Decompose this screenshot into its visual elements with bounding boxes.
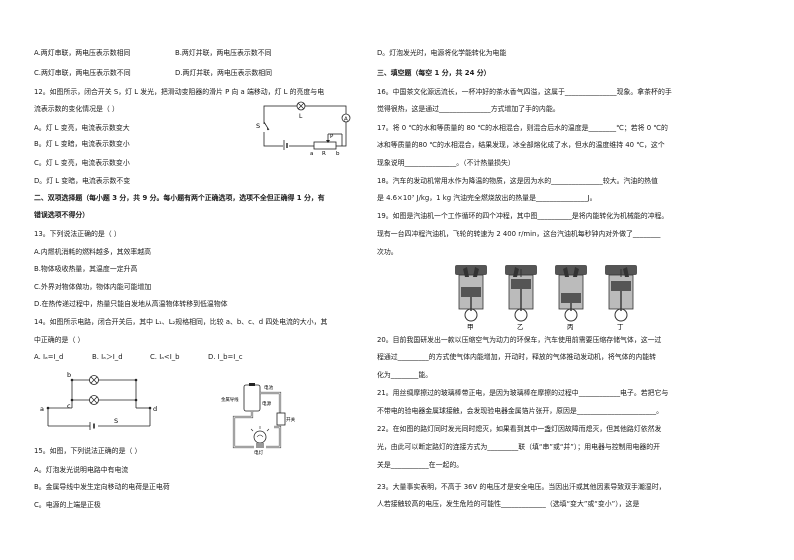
q20-line3: 化为________能。 bbox=[377, 371, 433, 379]
q12-option-c: C。灯 L 变亮，电流表示数变小 bbox=[34, 159, 130, 167]
q12-fig-label-r: R bbox=[322, 151, 326, 157]
engine-strokes-figure: 甲 乙 丙 丁 bbox=[455, 265, 637, 331]
section2-title-line2: 错误选项不得分） bbox=[34, 211, 90, 219]
q22-line3: 关是___________在一起的。 bbox=[377, 461, 464, 469]
q12-option-b: B。灯 L 变暗，电流表示数变小 bbox=[34, 140, 130, 148]
q18-line2: 是 4.6×10⁷ J/kg，1 kg 汽油完全燃烧放出的热量是________… bbox=[377, 194, 597, 202]
q13-option-a: A.内燃机消耗的燃料越多，其效率越高 bbox=[34, 248, 152, 256]
engine-label-ding: 丁 bbox=[617, 323, 624, 331]
q21-line1: 21。用丝绸摩擦过的玻璃棒带正电，是因为玻璃棒在摩擦的过程中__________… bbox=[377, 389, 669, 397]
q14-option-c: C. Iₐ<I_b bbox=[150, 353, 180, 361]
q15-option-c: C。电源的上端是正极 bbox=[34, 501, 101, 509]
q13-stem: 13。下列说法正确的是（ ） bbox=[34, 230, 121, 238]
q12-fig-label-a-meter: A bbox=[344, 117, 348, 123]
q12-fig-label-l: L bbox=[299, 113, 303, 120]
engine-label-bing: 丙 bbox=[567, 323, 574, 331]
q17-line2: 冰和等质量的80 ℃的水相混合，结果发现，冰全部熔化成了水，但水的温度维持 40… bbox=[377, 141, 665, 149]
q15-fig-label-switch: 开关 bbox=[286, 416, 296, 423]
q15-option-a: A。灯泡发光说明电路中有电流 bbox=[34, 466, 129, 474]
q13-option-c: C.外界对物体做功，物体内能可能增加 bbox=[34, 283, 152, 291]
q12-option-d: D。灯 L 变暗，电流表示数不变 bbox=[34, 177, 131, 185]
q12-circuit-figure: S L A P a R b bbox=[256, 101, 351, 157]
q15-stem: 15。如图，下列说法正确的是（ ） bbox=[34, 447, 142, 455]
engine-diagram-bing bbox=[555, 265, 587, 322]
engine-label-yi: 乙 bbox=[517, 323, 524, 331]
q11-option-d: D.两灯并联，两电压表示数相同 bbox=[175, 69, 273, 77]
q15-fig-label-bulb: 电灯 bbox=[254, 449, 264, 456]
q14-option-b: B. Iₐ＞I_d bbox=[92, 353, 123, 361]
q14-option-d: D. I_b=I_c bbox=[208, 353, 243, 361]
q11-option-c: C.两灯串联，两电压表示数不同 bbox=[34, 69, 131, 77]
q23-line1: 23。大量事实表明，不高于 36V 的电压才是安全电压。当因出汗或其他因素导致双… bbox=[377, 483, 666, 491]
q15-option-d: D。灯泡发光时，电源将化学能转化为电能 bbox=[377, 49, 507, 57]
q14-fig-label-b: b bbox=[67, 371, 71, 379]
q15-fig-label-battery: 电池 bbox=[264, 384, 274, 391]
q14-stem-line1: 14。如图所示电路，闭合开关后，其中 L₁、L₂规格相同，比较 a、b、c、d … bbox=[34, 318, 328, 326]
q14-stem-line2: 中正确的是（ ） bbox=[34, 336, 85, 344]
q17-line3: 现象说明_______________。（不计热量损失） bbox=[377, 159, 515, 167]
q16-line1: 16。中国茶文化源远流长，一杯冲好的茶水香气四溢，这属于____________… bbox=[377, 88, 672, 96]
q20-line1: 20。目前我国研发出一款以压缩空气为动力的环保车，汽车使用前需要压缩存储气体，这… bbox=[377, 336, 662, 344]
q15-fig-label-source: 电源 bbox=[262, 400, 272, 407]
q12-fig-label-p: P bbox=[330, 134, 334, 140]
q15-option-b: B。金属导线中发生定向移动的电荷是正电荷 bbox=[34, 483, 170, 491]
q12-stem-line1: 12。如图所示，闭合开关 S，灯 L 发光，把滑动变阻器的滑片 P 向 a 端移… bbox=[34, 88, 325, 96]
engine-diagram-jia bbox=[455, 265, 487, 322]
q17-line1: 17。将 0 ℃的水和等质量的 80 ℃的水相混合，则混合后水的温度是_____… bbox=[377, 124, 668, 132]
q14-circuit-figure: a b c d S bbox=[40, 371, 157, 430]
q22-line2: 光，由此可以断定路灯的连接方式为_________联（填“串”或“并”）；用电器… bbox=[377, 443, 661, 451]
q23-line2: 人若接触较高的电压，发生危险的可能性_____________（选填“变大”或“… bbox=[377, 500, 640, 508]
q19-line1: 19。如图是汽油机一个工作循环的四个冲程，其中图__________是将内能转化… bbox=[377, 212, 669, 220]
q15-circuit-figure: 电池 金属导线 开关 电源 电灯 bbox=[221, 383, 296, 456]
engine-diagram-ding bbox=[605, 265, 637, 322]
q19-line3: 次功。 bbox=[377, 248, 398, 256]
q14-fig-label-s: S bbox=[114, 417, 118, 425]
q19-line2: 现有一台四冲程汽油机，飞轮的转速为 2 400 r/min，这台汽油机每秒钟内对… bbox=[377, 230, 661, 238]
q12-fig-label-a: a bbox=[310, 151, 313, 157]
q13-option-d: D.在热传递过程中，热量只能自发地从高温物体转移到低温物体 bbox=[34, 300, 228, 308]
q12-fig-label-b: b bbox=[336, 151, 340, 157]
section2-title-line1: 二、双项选择题（每小题 3 分，共 9 分。每小题有两个正确选项，选项不全但正确… bbox=[34, 194, 325, 202]
section3-title: 三、填空题（每空 1 分，共 24 分） bbox=[377, 69, 491, 77]
q13-option-b: B.物体吸收热量，其温度一定升高 bbox=[34, 265, 138, 273]
q12-stem-line2: 流表示数的变化情况是（ ） bbox=[34, 105, 119, 113]
q16-line2: 觉得很热，这是通过_______________方式增加了手的内能。 bbox=[377, 105, 560, 113]
q21-line2: 不带电的验电器金属球接触，会发现验电器金属箔片张开，原因是___________… bbox=[377, 407, 663, 415]
engine-diagram-yi bbox=[505, 265, 537, 322]
q12-fig-label-s: S bbox=[256, 122, 260, 130]
q14-fig-label-a: a bbox=[40, 405, 44, 413]
engine-label-jia: 甲 bbox=[467, 323, 474, 331]
q18-line1: 18。汽车的发动机常用水作为降温的物质，这是因为水的______________… bbox=[377, 177, 658, 185]
q12-option-a: A。灯 L 变亮，电流表示数变大 bbox=[34, 124, 130, 132]
q11-option-a: A.两灯串联，两电压表示数相同 bbox=[34, 49, 131, 57]
q14-option-a: A. Iₐ=I_d bbox=[34, 353, 64, 361]
q20-line2: 程通过_________的方式使气体内能增加，开动时，释放的气体推动发动机，将气… bbox=[377, 353, 657, 361]
q11-option-b: B.两灯并联，两电压表示数不同 bbox=[175, 49, 272, 57]
q15-fig-label-wire: 金属导线 bbox=[221, 396, 239, 403]
q14-fig-label-c: c bbox=[67, 402, 71, 410]
q22-line1: 22。在如图的路灯同时发光同时熄灭，如果看到其中一盏灯因故障而熄灭，但其他路灯依… bbox=[377, 425, 662, 433]
q14-fig-label-d: d bbox=[153, 405, 157, 413]
